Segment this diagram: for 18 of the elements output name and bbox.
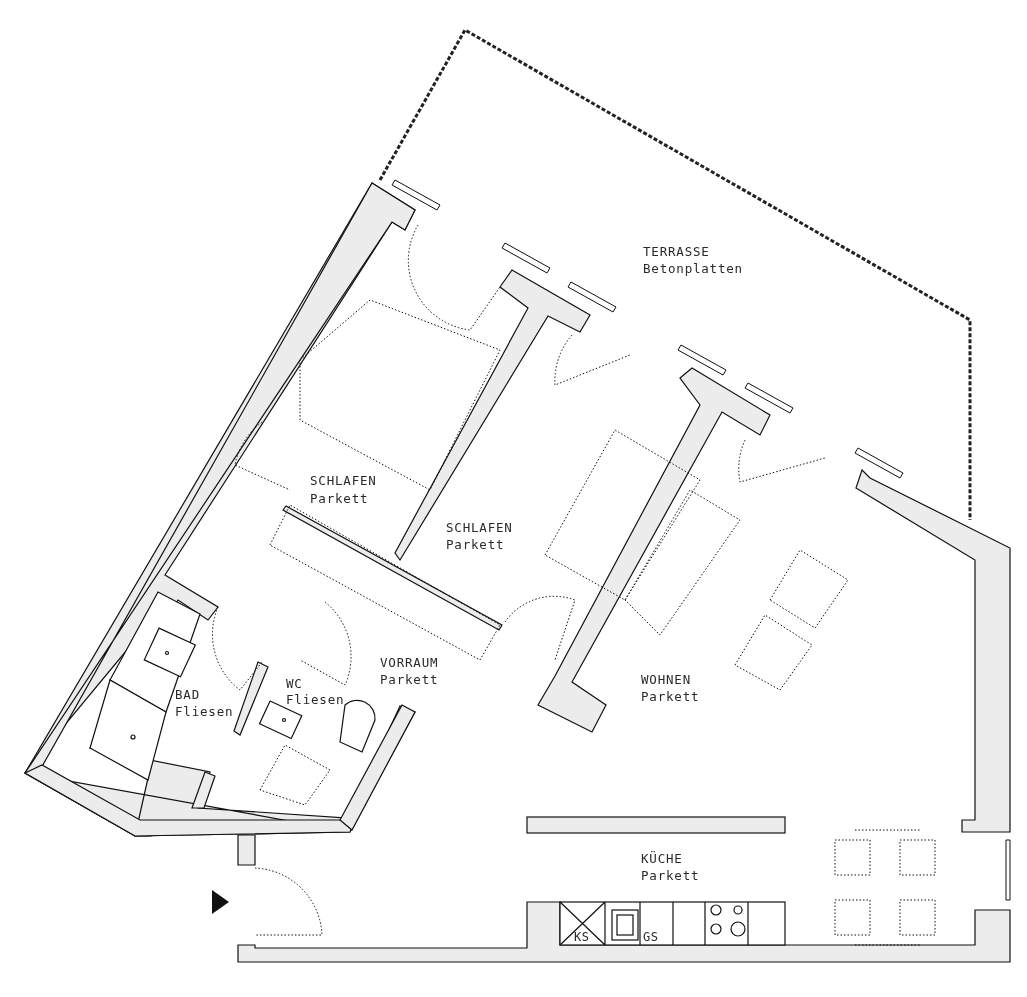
appliance-label: GS	[643, 930, 659, 945]
room-name: VORRAUM	[380, 655, 439, 670]
floor-material: Parkett	[641, 689, 700, 704]
room-name: SCHLAFEN	[310, 473, 377, 488]
floor-material: Parkett	[446, 537, 505, 552]
floor-material: Parkett	[310, 491, 369, 506]
room-name: WOHNEN	[641, 672, 691, 687]
floor-material: Fliesen	[175, 704, 234, 719]
room-name: TERRASSE	[643, 244, 710, 259]
floor-material: Parkett	[641, 868, 700, 883]
room-name: WC	[286, 676, 303, 691]
floor-material: Betonplatten	[643, 261, 743, 276]
floor-material: Parkett	[380, 672, 439, 687]
room-name: SCHLAFEN	[446, 520, 513, 535]
appliance-label: KS	[574, 930, 590, 945]
room-name: KÜCHE	[641, 851, 683, 866]
room-name: BAD	[175, 687, 200, 702]
floor-material: Fliesen	[286, 692, 345, 707]
